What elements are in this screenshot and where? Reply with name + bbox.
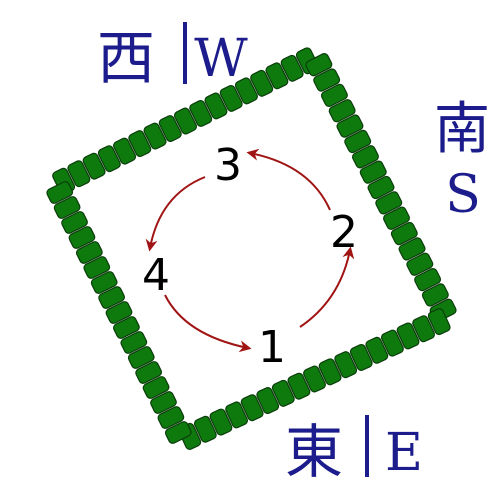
mahjong-tile-icon xyxy=(265,62,289,90)
mahjong-tile-icon xyxy=(381,329,404,357)
mahjong-tile-icon xyxy=(412,315,436,343)
mahjong-tile-icon xyxy=(158,115,182,142)
mahjong-tile-icon xyxy=(127,346,155,369)
mahjong-tile-icon xyxy=(142,376,170,399)
mahjong-tile-icon xyxy=(375,191,403,215)
mahjong-tile-icon xyxy=(204,92,228,120)
mahjong-tile-icon xyxy=(164,421,192,444)
mahjong-tile-icon xyxy=(157,406,185,429)
turn-order-arrows xyxy=(145,148,355,353)
mahjong-tile-icon xyxy=(250,69,274,97)
west-divider xyxy=(183,22,187,84)
wind-south-label: 南 S xyxy=(434,97,490,225)
wind-west-label: 西 W xyxy=(97,22,248,92)
mahjong-tile-icon xyxy=(367,175,395,200)
arrow-2-to-3 xyxy=(246,148,331,211)
mahjong-tile-icon xyxy=(75,241,103,264)
mahjong-tile-icon xyxy=(225,401,248,429)
mahjong-tile-icon xyxy=(53,196,81,219)
mahjong-tile-icon xyxy=(113,137,137,165)
mahjong-tile-icon xyxy=(390,221,418,246)
mahjong-tile-icon xyxy=(320,83,348,108)
mahjong-tile-icon xyxy=(193,415,217,443)
mahjong-tile-icon xyxy=(287,372,311,400)
mahjong-tile-icon xyxy=(189,100,213,127)
mahjong-tile-icon xyxy=(61,211,88,234)
seat-numbers: 1 2 3 4 xyxy=(142,140,358,373)
mahjong-tile-icon xyxy=(305,53,333,77)
mahjong-tile-icon xyxy=(351,145,379,169)
seat-number-3: 3 xyxy=(214,140,242,191)
mahjong-tile-icon xyxy=(383,206,411,230)
west-letter: W xyxy=(194,29,248,89)
mahjong-tile-icon xyxy=(256,387,280,414)
mahjong-tile-icon xyxy=(334,351,358,379)
mahjong-tile-icon xyxy=(90,271,118,294)
wind-east-label: 東 E xyxy=(285,415,423,486)
mahjong-tile-icon xyxy=(83,256,111,279)
mahjong-tile-icon xyxy=(318,358,342,386)
south-kanji: 南 xyxy=(434,97,490,162)
mahjong-tile-icon xyxy=(68,226,96,249)
mahjong-tile-icon xyxy=(240,394,264,422)
mahjong-tile-icon xyxy=(396,322,420,350)
mahjong-tile-icon xyxy=(313,68,341,92)
east-kanji: 東 xyxy=(285,418,343,486)
mahjong-tile-icon xyxy=(349,344,373,371)
mahjong-tile-icon xyxy=(46,181,74,204)
east-divider xyxy=(365,415,369,477)
south-letter: S xyxy=(445,165,481,225)
mahjong-tile-icon xyxy=(97,145,121,173)
seat-number-1: 1 xyxy=(258,322,286,373)
mahjong-tile-icon xyxy=(365,336,389,364)
mahjong-tile-icon xyxy=(120,331,148,354)
mahjong-tile-icon xyxy=(98,286,125,309)
mahjong-tile-icon xyxy=(234,77,258,105)
mahjong-tile-icon xyxy=(219,84,243,112)
mahjong-tile-icon xyxy=(135,361,163,384)
seat-number-2: 2 xyxy=(330,207,358,258)
mahjong-tile-icon xyxy=(398,237,426,261)
mahjong-tile-icon xyxy=(113,316,140,339)
arrow-1-to-2 xyxy=(299,246,355,328)
mahjong-tile-icon xyxy=(328,99,356,123)
east-letter: E xyxy=(385,423,423,483)
arrow-3-to-4 xyxy=(145,176,206,252)
mahjong-tile-icon xyxy=(427,308,451,336)
mahjong-tile-icon xyxy=(414,267,442,292)
mahjong-tile-icon xyxy=(209,408,233,436)
mahjong-tile-icon xyxy=(336,114,364,138)
mahjong-tile-icon xyxy=(82,152,106,180)
arrow-4-to-1 xyxy=(164,294,252,353)
mahjong-tile-icon xyxy=(128,130,152,158)
tile-wall xyxy=(46,47,457,450)
mahjong-tile-icon xyxy=(280,54,304,82)
west-kanji: 西 xyxy=(97,24,155,92)
mahjong-tile-icon xyxy=(359,160,387,184)
mahjong-tile-icon xyxy=(303,365,326,393)
mahjong-tile-icon xyxy=(421,283,449,307)
mahjong-tile-icon xyxy=(344,129,372,154)
mahjong-tile-icon xyxy=(143,122,167,150)
mahjong-tile-icon xyxy=(67,160,91,188)
mahjong-tile-icon xyxy=(173,107,197,135)
mahjong-tile-icon xyxy=(105,301,133,324)
mahjong-tile-icon xyxy=(271,379,295,407)
seat-number-4: 4 xyxy=(142,250,170,301)
mahjong-tile-icon xyxy=(150,391,177,414)
mahjong-tile-icon xyxy=(406,252,434,276)
